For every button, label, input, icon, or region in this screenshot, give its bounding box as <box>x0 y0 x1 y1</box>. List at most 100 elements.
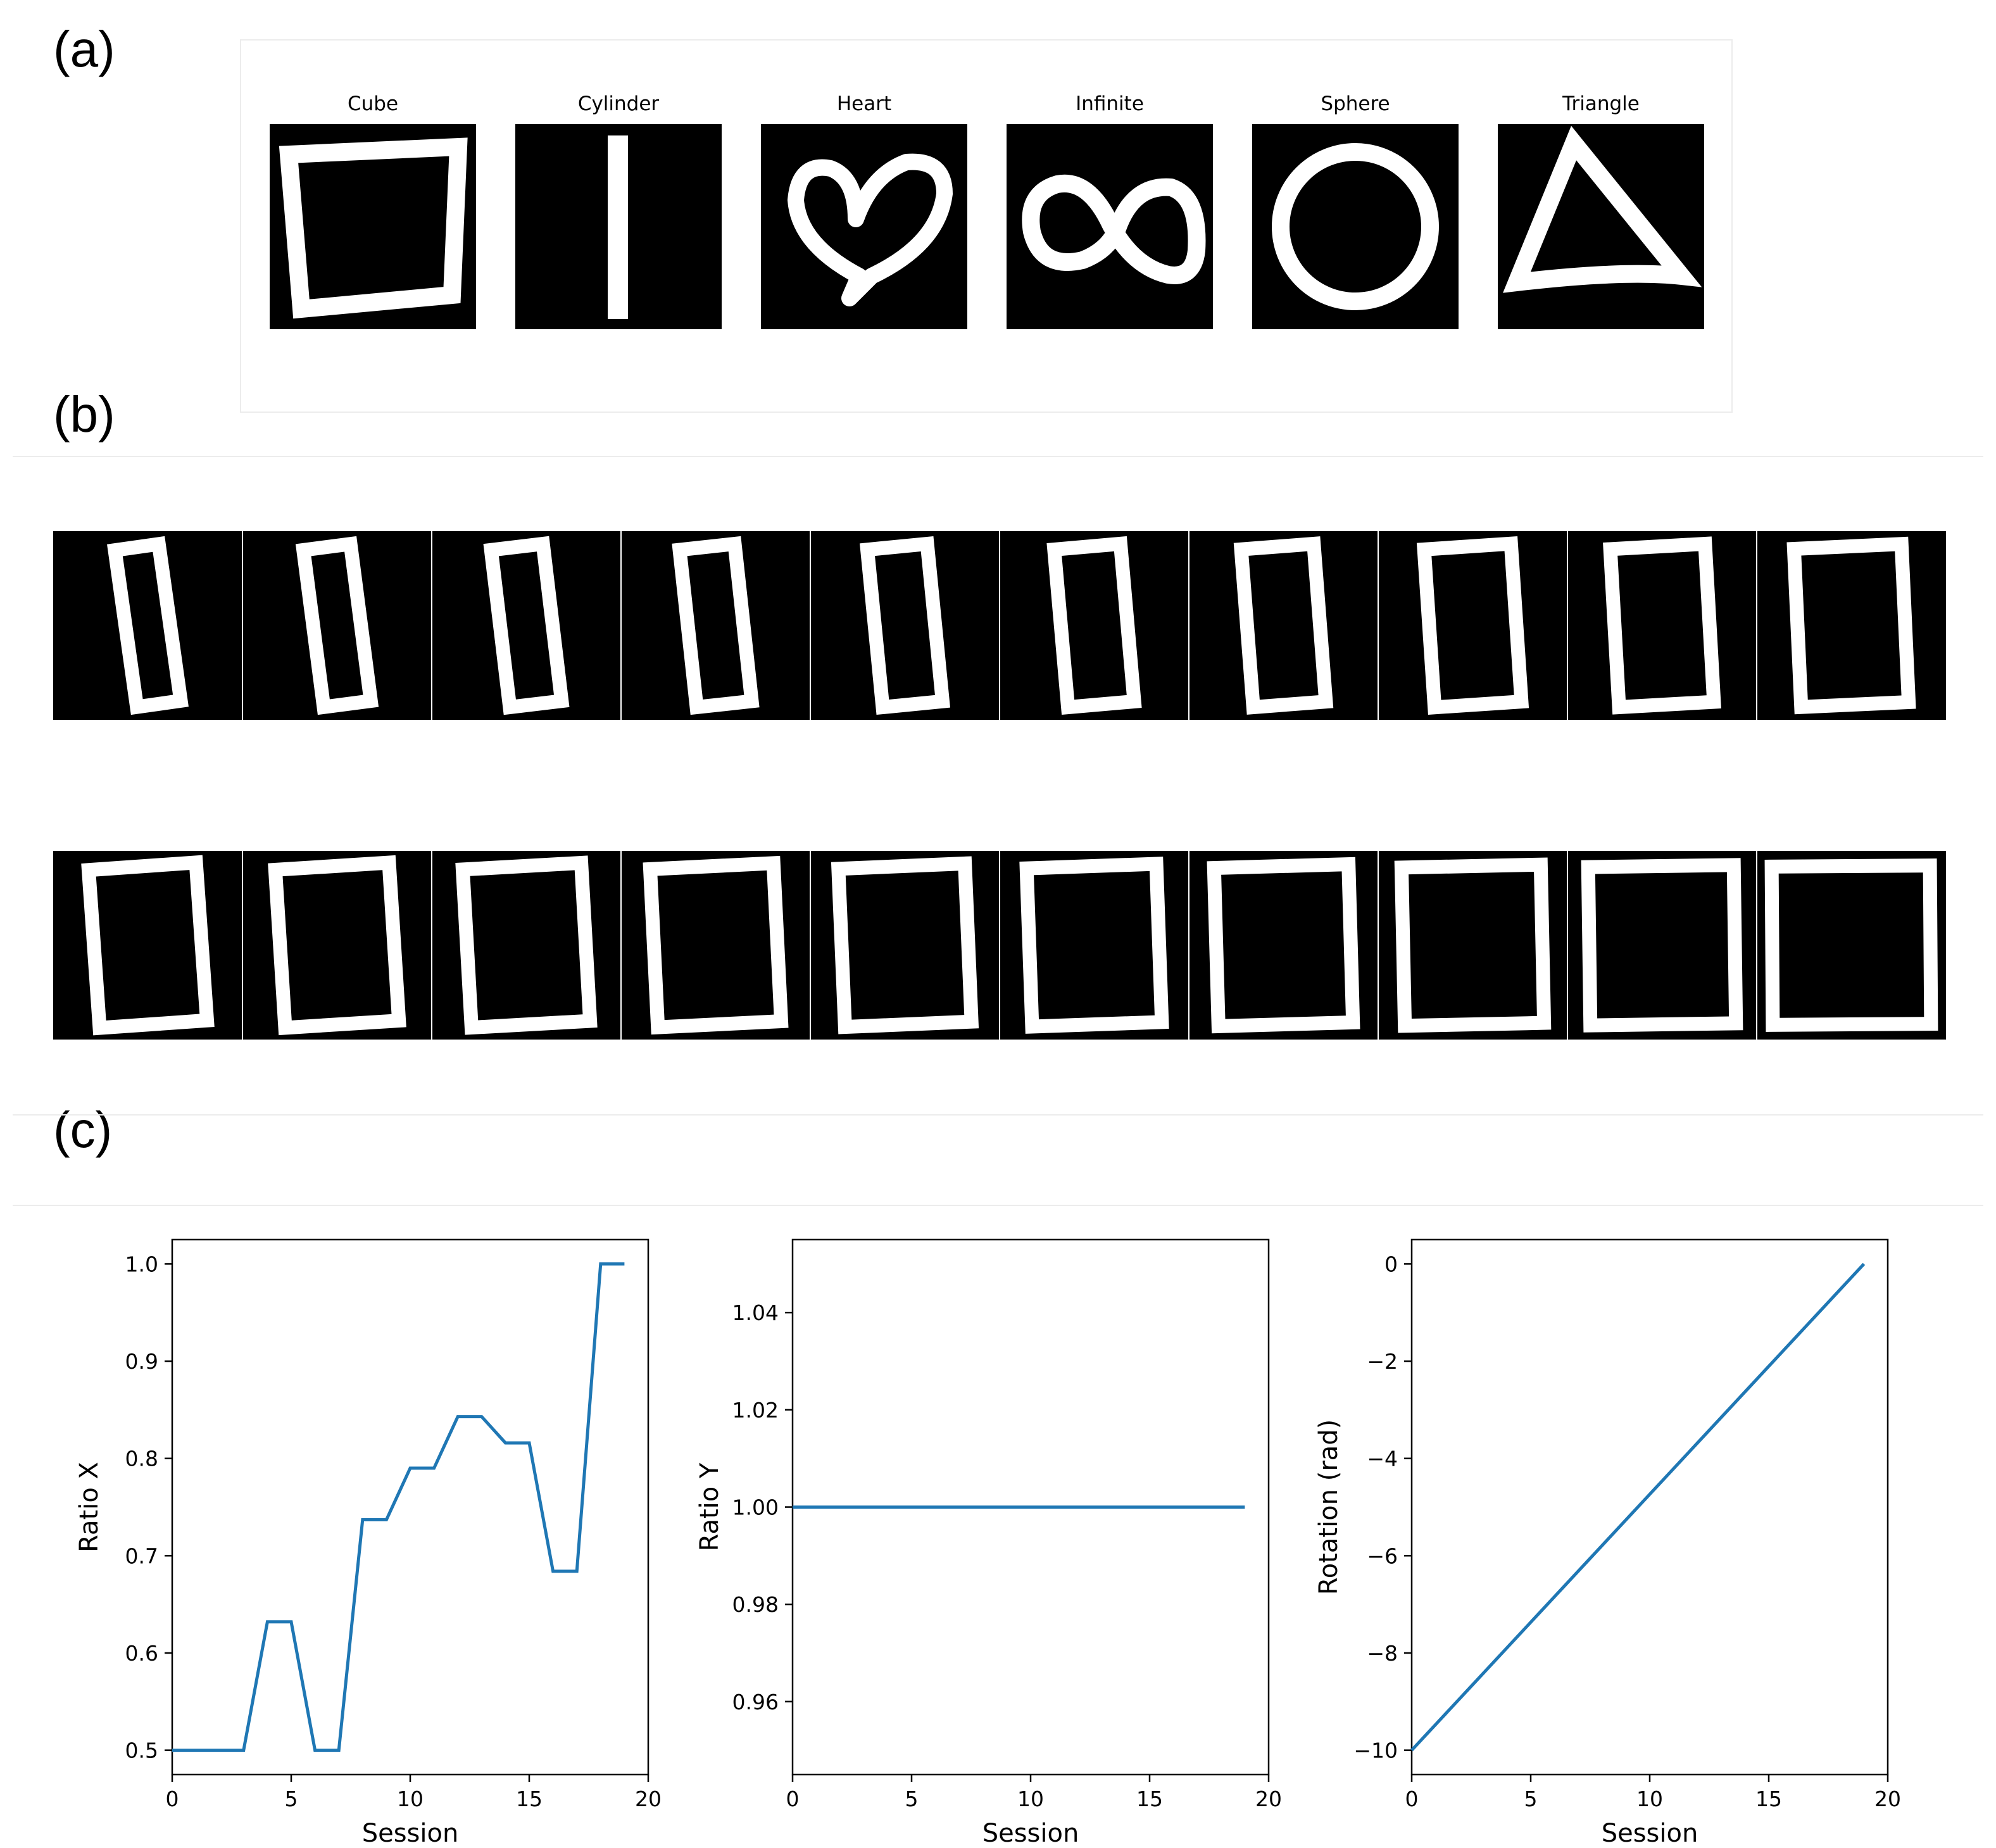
x-axis-label: Session <box>362 1819 459 1848</box>
triangle-outline-icon <box>1498 124 1704 329</box>
frame-divider <box>620 531 622 720</box>
frame-divider <box>1567 851 1568 1040</box>
sequence-frame <box>53 531 242 720</box>
shape-title-infinite: Infinite <box>1076 92 1144 115</box>
frame-divider <box>1756 851 1757 1040</box>
y-tick-label: 0.5 <box>125 1738 158 1763</box>
ratio-x-series-line <box>172 1262 625 1752</box>
sequence-frame <box>242 531 432 720</box>
sequence-frame <box>1567 531 1757 720</box>
sequence-frame <box>810 531 1000 720</box>
y-tick-label: 0.7 <box>125 1543 158 1568</box>
y-tick-label: −10 <box>1353 1738 1398 1763</box>
separator <box>13 1114 1983 1116</box>
y-tick-label: 0.6 <box>125 1641 158 1666</box>
x-tick-label: 5 <box>905 1787 919 1811</box>
frame-divider <box>431 851 432 1040</box>
y-tick-label: 0.9 <box>125 1349 158 1374</box>
frame-divider <box>810 531 811 720</box>
y-tick-label: 0.96 <box>732 1690 779 1714</box>
circle-outline-icon <box>1252 124 1459 329</box>
x-tick-label: 10 <box>1636 1787 1663 1811</box>
x-tick-label: 10 <box>397 1787 424 1811</box>
x-tick-label: 10 <box>1017 1787 1044 1811</box>
sequence-frame <box>1757 851 1946 1040</box>
frame-divider <box>1188 851 1189 1040</box>
y-tick-label: −6 <box>1367 1543 1398 1568</box>
panel-label-b: (b) <box>53 386 115 443</box>
heart-outline-icon <box>761 124 967 329</box>
y-tick-label: −4 <box>1367 1447 1398 1471</box>
frame-divider <box>1378 531 1379 720</box>
y-tick-label: 0.8 <box>125 1447 158 1471</box>
frame-divider <box>999 531 1000 720</box>
y-axis-label: Rotation (rad) <box>1314 1419 1343 1595</box>
shape-title-heart: Heart <box>836 92 892 115</box>
sequence-frame <box>1757 531 1946 720</box>
sequence-frame <box>1000 531 1189 720</box>
x-tick-label: 0 <box>786 1787 800 1811</box>
shape-title-sphere: Sphere <box>1321 92 1390 115</box>
sequence-frame <box>1189 531 1378 720</box>
x-tick-label: 0 <box>166 1787 179 1811</box>
frame-divider <box>1567 531 1568 720</box>
frame-divider <box>1188 531 1189 720</box>
sequence-frame <box>1378 531 1567 720</box>
frame-divider <box>431 531 432 720</box>
sequence-row-2 <box>53 851 1946 1040</box>
x-tick-label: 15 <box>1136 1787 1163 1811</box>
sequence-frame <box>621 531 810 720</box>
x-tick-label: 20 <box>635 1787 662 1811</box>
x-tick-label: 0 <box>1405 1787 1419 1811</box>
rotation-axes-frame <box>1410 1238 1889 1776</box>
y-tick-label: −2 <box>1367 1349 1398 1374</box>
infinity-outline-icon <box>1007 124 1213 329</box>
shape-title-triangle: Triangle <box>1562 92 1640 115</box>
panel-label-c: (c) <box>53 1102 113 1158</box>
separator <box>13 1205 1983 1206</box>
sequence-frame <box>432 851 621 1040</box>
sequence-frame <box>621 851 810 1040</box>
sequence-frame <box>242 851 432 1040</box>
frame-divider <box>999 851 1000 1040</box>
frame-divider <box>242 851 243 1040</box>
x-axis-label: Session <box>982 1819 1079 1848</box>
y-tick-label: 1.02 <box>732 1398 779 1423</box>
panel-label-a: (a) <box>53 21 115 77</box>
sequence-frame <box>432 531 621 720</box>
rotation-series-line <box>1410 1262 1866 1752</box>
y-tick-label: 1.04 <box>732 1300 779 1325</box>
sequence-frame <box>1000 851 1189 1040</box>
frame-divider <box>810 851 811 1040</box>
y-tick-label: 0.98 <box>732 1592 779 1617</box>
x-tick-label: 20 <box>1874 1787 1901 1811</box>
sequence-frame <box>810 851 1000 1040</box>
square-outline-icon <box>270 124 476 329</box>
x-axis-label: Session <box>1602 1819 1698 1848</box>
sequence-frame <box>53 851 242 1040</box>
sequence-frame <box>1189 851 1378 1040</box>
frame-divider <box>242 531 243 720</box>
x-tick-label: 20 <box>1255 1787 1282 1811</box>
shape-title-cylinder: Cylinder <box>577 92 660 115</box>
separator <box>13 456 1983 457</box>
sequence-frame <box>1567 851 1757 1040</box>
y-tick-label: 1.0 <box>125 1252 158 1276</box>
x-tick-label: 15 <box>516 1787 543 1811</box>
y-tick-label: 1.00 <box>732 1495 779 1520</box>
shape-templates-panel <box>240 39 1733 413</box>
y-tick-label: −8 <box>1367 1641 1398 1666</box>
x-tick-label: 15 <box>1755 1787 1782 1811</box>
frame-divider <box>1756 531 1757 720</box>
x-tick-label: 5 <box>1524 1787 1538 1811</box>
frame-divider <box>620 851 622 1040</box>
vertical-bar-icon <box>515 124 722 329</box>
sequence-row-1 <box>53 531 1946 720</box>
frame-divider <box>1378 851 1379 1040</box>
shape-title-cube: Cube <box>347 92 399 115</box>
sequence-frame <box>1378 851 1567 1040</box>
y-axis-label: Ratio Y <box>695 1462 724 1551</box>
